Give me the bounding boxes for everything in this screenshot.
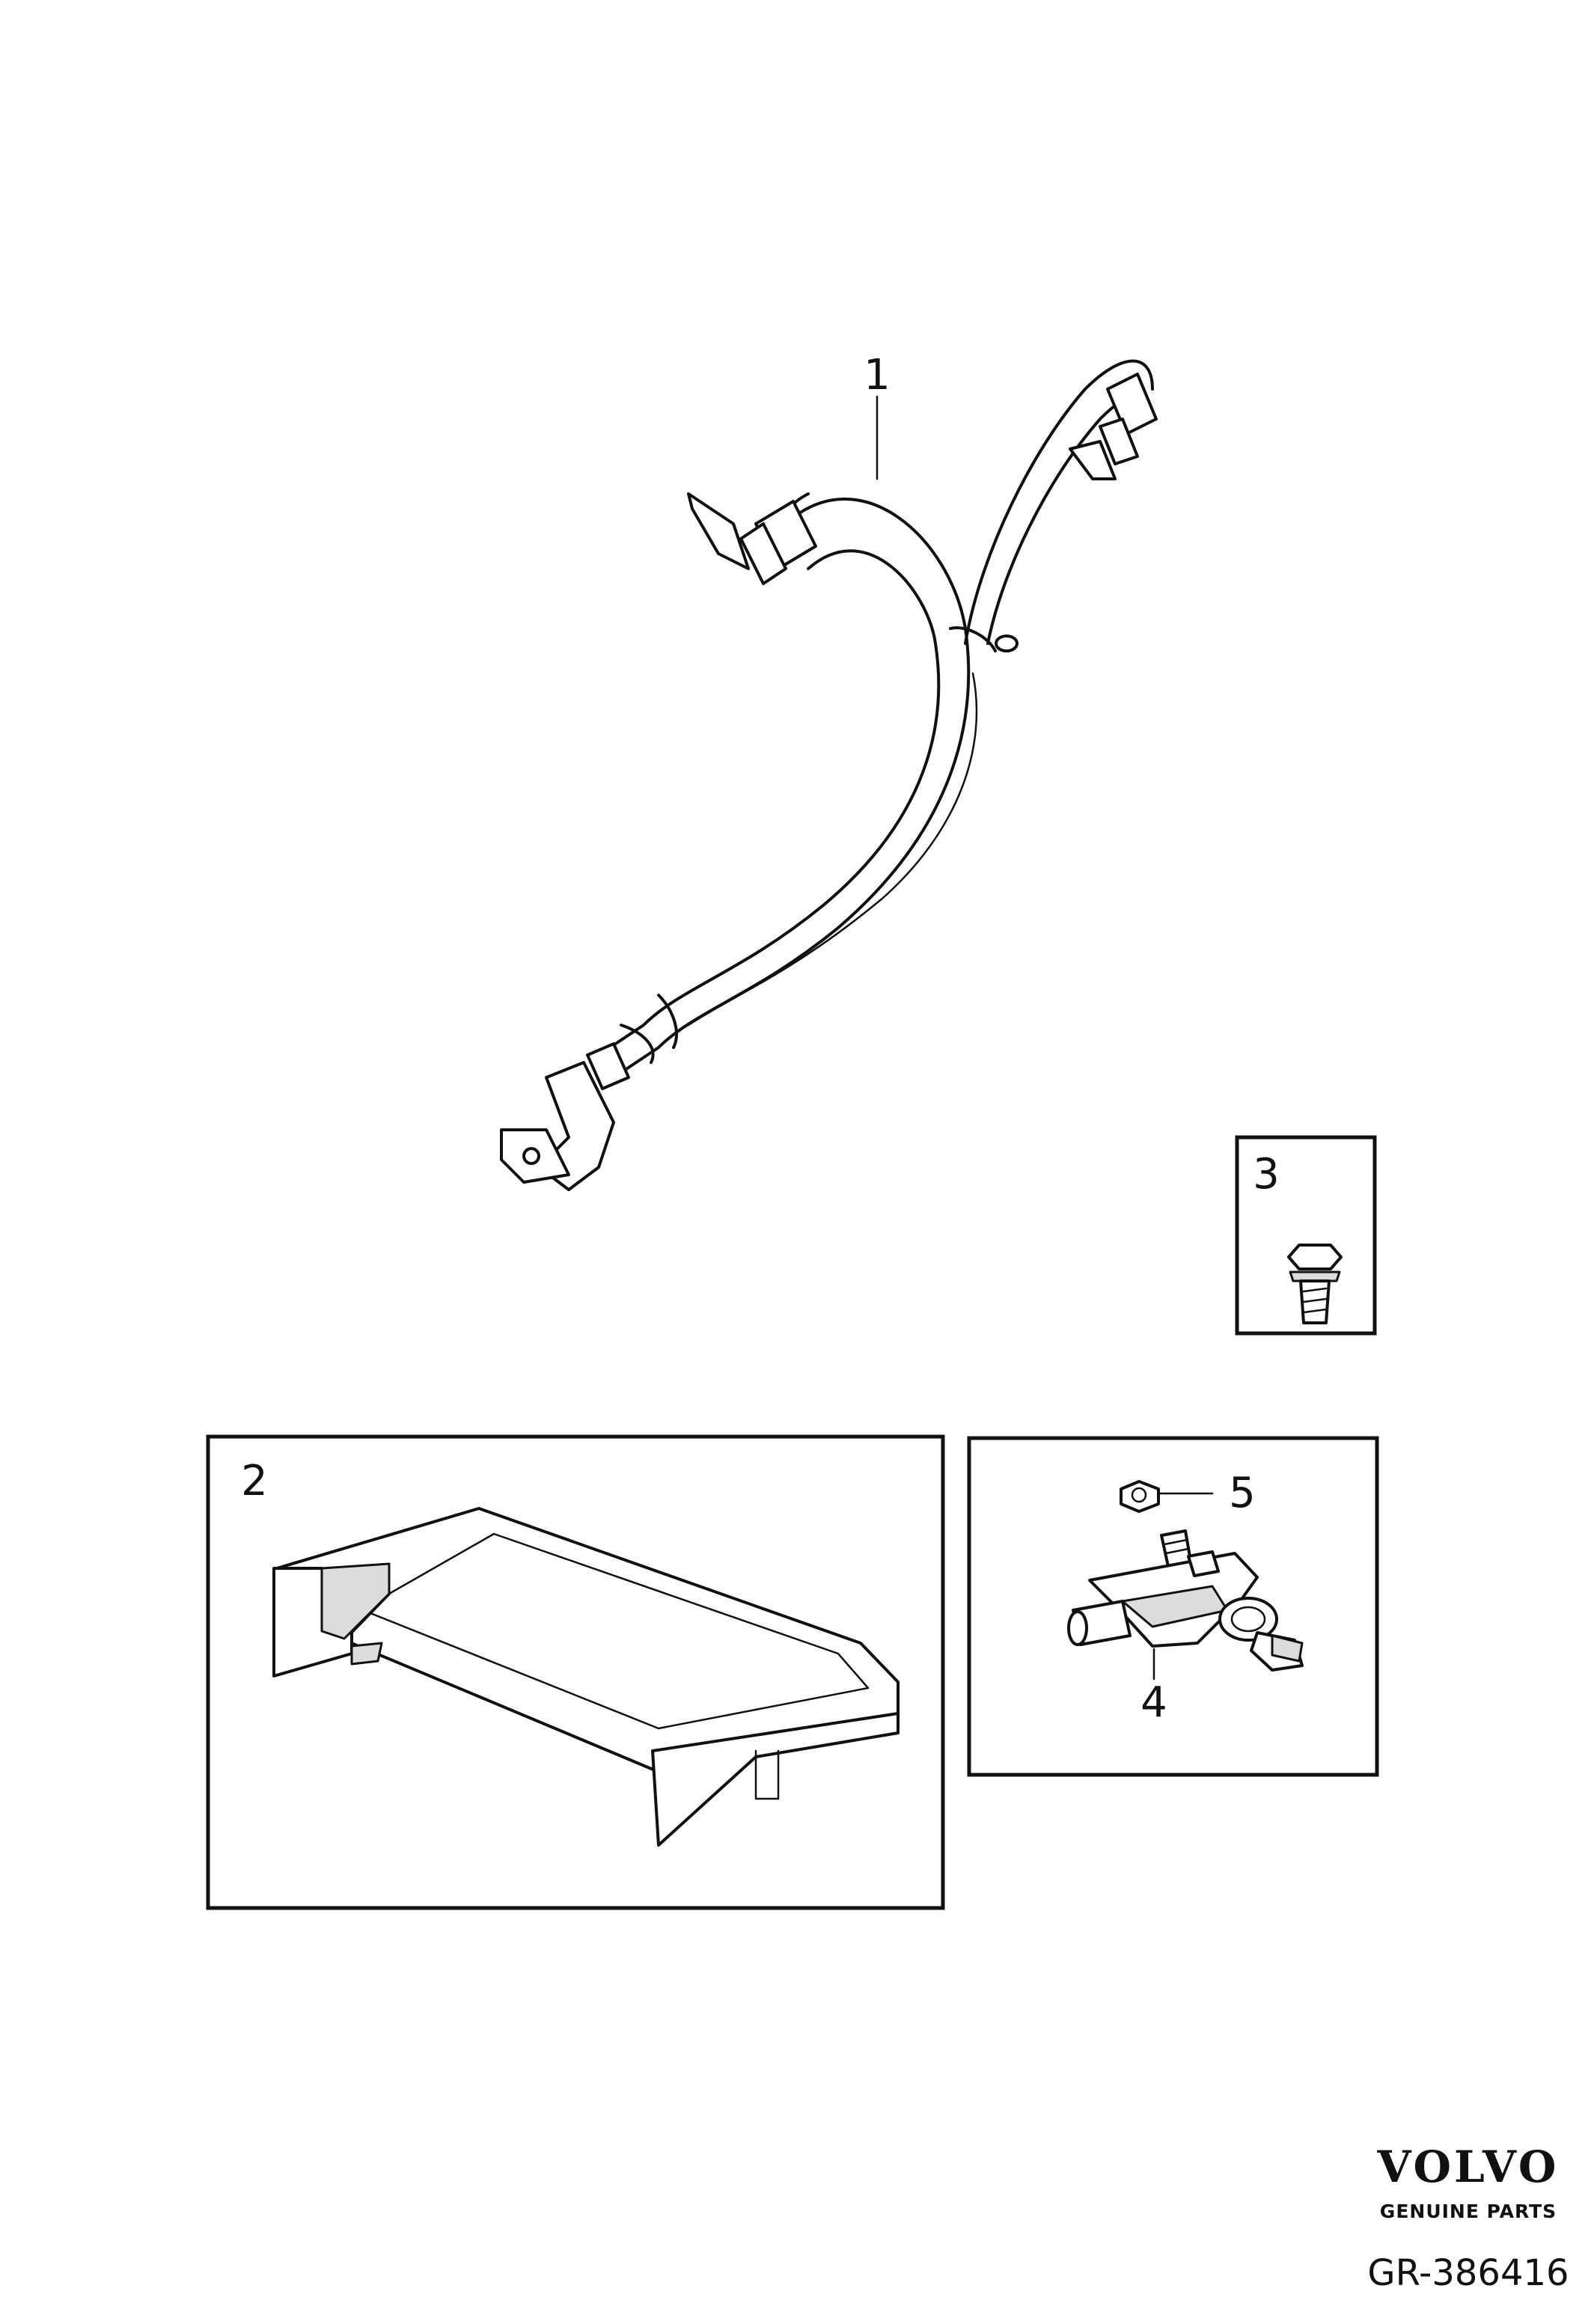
nut-icon: 5 [1120,1469,1256,1517]
callout-5: 5 [1229,1469,1256,1517]
battery-terminal-clamp: 4 [1067,1529,1304,1727]
callout-1: 1 [864,351,891,400]
cover-box-part-2: 2 [206,1434,945,1910]
bolt-box-part-3: 3 [1235,1135,1377,1336]
brand-block: VOLVO GENUINE PARTS GR-386416 [1367,2141,1569,2294]
terminal-box-parts-4-5: 5 4 [967,1436,1379,1777]
bolt-icon [1287,1244,1343,1324]
volvo-logo: VOLVO [1377,2141,1560,2192]
callout-2: 2 [241,1457,268,1505]
battery-cable-part-1: 1 [500,351,1158,1191]
diagram-reference-code: GR-386416 [1367,2252,1569,2294]
callout-3: 3 [1253,1150,1280,1199]
battery-cover [272,1507,900,1847]
genuine-parts-tagline: GENUINE PARTS [1380,2201,1557,2222]
callout-4: 4 [1140,1678,1167,1727]
